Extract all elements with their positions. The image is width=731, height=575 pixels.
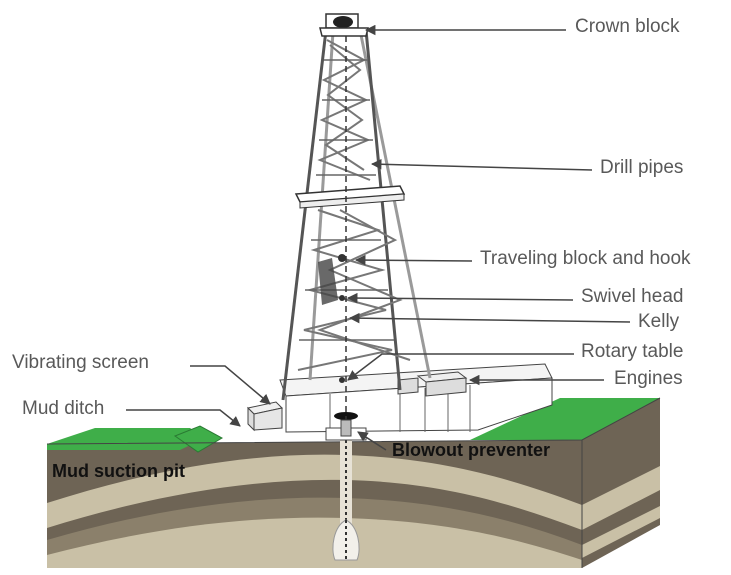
mud-pit (173, 425, 224, 453)
leader-vibrating-screen (190, 365, 271, 405)
label-mud-ditch: Mud ditch (22, 398, 105, 419)
leader-lines (126, 24, 631, 451)
leader-blowout-preventer (357, 431, 387, 451)
well-bore (332, 440, 360, 561)
derrick (281, 13, 432, 420)
label-mud-suction-pit: Mud suction pit (52, 461, 185, 481)
label-traveling-block: Traveling block and hook (480, 248, 691, 269)
label-kelly: Kelly (638, 311, 680, 332)
label-vibrating-screen: Vibrating screen (12, 352, 149, 373)
ground-stratum-light-2 (47, 517, 582, 568)
rig-platform (246, 363, 553, 441)
grass-right (470, 398, 660, 440)
ground-block (46, 397, 661, 568)
label-engines: Engines (614, 368, 683, 389)
grass-left (47, 428, 205, 450)
label-drill-pipes: Drill pipes (600, 157, 684, 178)
ground-stratum-light (47, 454, 582, 530)
label-crown-block: Crown block (575, 16, 680, 37)
label-rotary-table: Rotary table (581, 341, 684, 362)
leader-swivel-head (346, 292, 574, 304)
leader-kelly (348, 312, 631, 324)
leader-drill-pipes (370, 159, 593, 171)
label-blowout-preventer: Blowout preventer (392, 440, 551, 460)
label-swivel-head: Swivel head (581, 286, 684, 307)
leader-rotary-table (347, 353, 574, 381)
leader-traveling-block (354, 254, 473, 266)
leader-mud-ditch (126, 409, 241, 427)
